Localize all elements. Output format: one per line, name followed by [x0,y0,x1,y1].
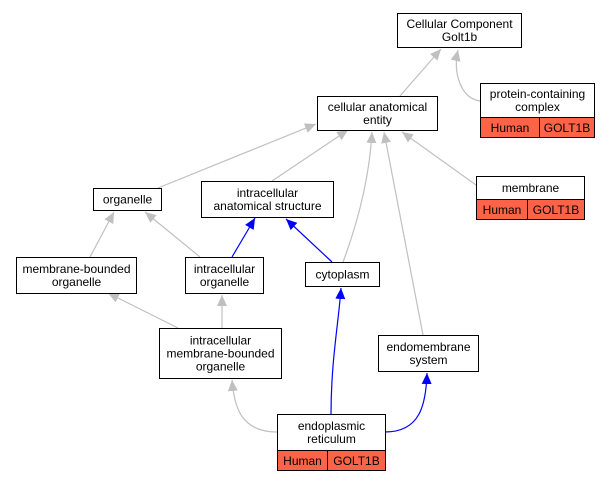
node-organelle[interactable]: organelle [93,188,162,211]
node-label-line: reticulum [307,432,356,446]
node-label-line: complex [515,100,560,114]
badge-species-label: Human [283,454,322,468]
badge-species-label: Human [491,121,530,135]
node-label-line: cellular anatomical [328,100,427,114]
node-box [159,328,282,379]
node-label-line: entity [363,113,392,127]
node-label-line: organelle [103,193,153,207]
edge-membrane-to-cellular-anatomical-entity [401,131,477,186]
node-label-line: organelle [196,360,246,374]
edge-intracellular-anatomical-structure-to-cellular-anatomical-entity [271,129,349,182]
node-label-line: cytoplasm [315,268,369,282]
node-label-line: organelle [52,275,102,289]
node-label-line: endoplasmic [298,419,365,433]
node-label-line: Golt1b [442,30,478,44]
node-box [277,414,386,451]
node-label-line: membrane-bounded [166,347,274,361]
node-label-line: anatomical structure [213,199,321,213]
badge-species-label: Human [483,203,522,217]
node-label-line: intracellular [190,334,251,348]
node-box [16,257,137,294]
edge-cellular-anatomical-entity-to-root [399,48,442,97]
edge-endoplasmic-reticulum-to-endomembrane-system [384,372,432,433]
edge-organelle-to-cellular-anatomical-entity [157,123,317,189]
edge-cytoplasm-to-cellular-anatomical-entity [342,131,377,263]
node-box [201,181,334,218]
node-box [397,13,522,48]
node-box [305,262,380,287]
edges-layer [89,48,481,433]
node-label-line: membrane [502,181,560,195]
edge-intracellular-membrane-bounded-organelle-to-membrane-bounded-organelle [107,292,179,329]
node-label-line: protein-containing [490,87,585,101]
node-label-line: system [409,353,447,367]
badge-gene-cell [539,117,595,138]
node-label-line: membrane-bounded [22,262,130,276]
badge-gene-label: GOLT1B [544,121,590,135]
node-box [93,188,162,211]
badge-gene-cell [527,199,585,220]
node-label-line: organelle [200,275,250,289]
node-label-line: intracellular [194,262,255,276]
edge-membrane-bounded-organelle-to-organelle [89,211,115,258]
edge-endoplasmic-reticulum-to-cytoplasm [330,287,346,415]
node-cytoplasm[interactable]: cytoplasm [305,262,380,287]
node-label-line: Cellular Component [406,17,513,31]
edge-intracellular-organelle-to-intracellular-anatomical-structure [231,217,256,258]
node-label-line: intracellular [237,186,298,200]
badge-gene-label: GOLT1B [533,203,579,217]
node-label-line: endomembrane [386,340,470,354]
edge-cytoplasm-to-intracellular-anatomical-structure [285,218,333,263]
node-box [185,257,264,294]
badge-gene-cell [327,450,386,471]
node-box [378,335,479,372]
edge-protein-containing-complex-to-root [450,49,481,102]
edge-endoplasmic-reticulum-to-intracellular-membrane-bounded-organelle [227,379,278,433]
edge-intracellular-organelle-to-organelle [144,211,201,258]
badge-gene-label: GOLT1B [333,454,379,468]
edge-endomembrane-system-to-cellular-anatomical-entity [381,131,424,336]
node-box [317,96,438,131]
